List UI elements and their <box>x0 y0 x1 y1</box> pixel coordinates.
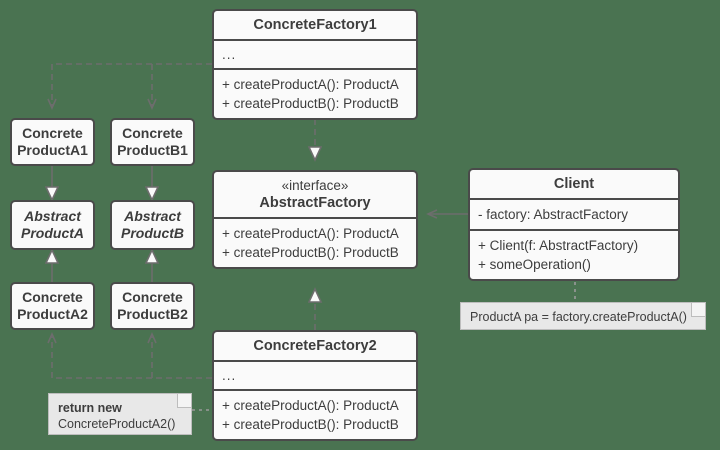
label-line-1: Concrete <box>22 289 83 305</box>
label-line-2: ProductB2 <box>117 306 188 322</box>
class-label-abstract-product-b: Abstract ProductB <box>121 208 184 242</box>
line-factory1-creates-productA1 <box>47 63 212 110</box>
note-factory-return[interactable]: return new ConcreteProductA2() <box>48 393 192 435</box>
label-line-2: ProductB1 <box>117 142 188 158</box>
label-line-2: ProductA2 <box>17 306 88 322</box>
class-label-concrete-product-a1: Concrete ProductA1 <box>17 125 88 159</box>
operation-create-product-a: + createProductA(): ProductA <box>222 226 399 241</box>
note-fold-corner-icon <box>691 303 705 317</box>
class-attributes-client: - factory: AbstractFactory <box>470 198 678 229</box>
class-operations-abstract-factory: + createProductA(): ProductA + createPro… <box>214 217 416 267</box>
label-line-2: ProductB <box>121 225 184 241</box>
class-client[interactable]: Client - factory: AbstractFactory + Clie… <box>468 168 680 281</box>
operation-create-product-a: + createProductA(): ProductA <box>222 77 399 92</box>
note-client-usage[interactable]: ProductA pa = factory.createProductA() <box>460 302 706 330</box>
label-line-1: Concrete <box>122 125 183 141</box>
note-text: ProductA pa = factory.createProductA() <box>470 310 687 324</box>
note-text: ConcreteProductA2() <box>58 417 176 431</box>
line-factory2-creates-productA2 <box>47 332 212 379</box>
class-abstract-product-b[interactable]: Abstract ProductB <box>110 200 195 250</box>
class-attributes-concrete-factory1: ... <box>214 39 416 68</box>
attribute-factory: - factory: AbstractFactory <box>478 207 629 222</box>
class-abstract-product-a[interactable]: Abstract ProductA <box>10 200 95 250</box>
class-label-concrete-product-b1: Concrete ProductB1 <box>117 125 188 159</box>
attribute-ellipsis: ... <box>222 368 237 383</box>
note-text-bold: return new <box>58 401 122 415</box>
class-concrete-factory1[interactable]: ConcreteFactory1 ... + createProductA():… <box>212 9 418 120</box>
class-title-concrete-factory2: ConcreteFactory2 <box>253 338 377 354</box>
label-line-2: ProductA1 <box>17 142 88 158</box>
attribute-ellipsis: ... <box>222 47 237 62</box>
class-concrete-product-b2[interactable]: Concrete ProductB2 <box>110 282 195 330</box>
label-line-1: Abstract <box>24 208 81 224</box>
label-line-2: ProductA <box>21 225 84 241</box>
class-operations-client: + Client(f: AbstractFactory) + someOpera… <box>470 229 678 279</box>
label-line-1: Concrete <box>22 125 83 141</box>
operation-create-product-a: + createProductA(): ProductA <box>222 398 399 413</box>
class-name-abstract-factory: AbstractFactory <box>259 195 371 211</box>
label-line-1: Concrete <box>122 289 183 305</box>
class-label-abstract-product-a: Abstract ProductA <box>21 208 84 242</box>
label-line-1: Abstract <box>124 208 181 224</box>
class-label-concrete-product-a2: Concrete ProductA2 <box>17 289 88 323</box>
class-title-client: Client <box>553 176 595 192</box>
class-operations-concrete-factory2: + createProductA(): ProductA + createPro… <box>214 389 416 439</box>
class-concrete-factory2[interactable]: ConcreteFactory2 ... + createProductA():… <box>212 330 418 441</box>
class-title-concrete-factory1: ConcreteFactory1 <box>253 17 377 33</box>
class-operations-concrete-factory1: + createProductA(): ProductA + createPro… <box>214 68 416 118</box>
note-fold-corner-icon <box>177 394 191 408</box>
operation-some-operation: + someOperation() <box>478 257 591 272</box>
class-abstract-factory[interactable]: «interface» AbstractFactory + createProd… <box>212 170 418 269</box>
class-concrete-product-a2[interactable]: Concrete ProductA2 <box>10 282 95 330</box>
class-concrete-product-a1[interactable]: Concrete ProductA1 <box>10 118 95 166</box>
class-title-abstract-factory: «interface» AbstractFactory <box>214 172 416 217</box>
class-concrete-product-b1[interactable]: Concrete ProductB1 <box>110 118 195 166</box>
class-label-concrete-product-b2: Concrete ProductB2 <box>117 289 188 323</box>
operation-create-product-b: + createProductB(): ProductB <box>222 417 399 432</box>
operation-create-product-b: + createProductB(): ProductB <box>222 96 399 111</box>
operation-client-constructor: + Client(f: AbstractFactory) <box>478 238 639 253</box>
operation-create-product-b: + createProductB(): ProductB <box>222 245 399 260</box>
stereotype-interface: «interface» <box>281 178 349 193</box>
class-attributes-concrete-factory2: ... <box>214 360 416 389</box>
